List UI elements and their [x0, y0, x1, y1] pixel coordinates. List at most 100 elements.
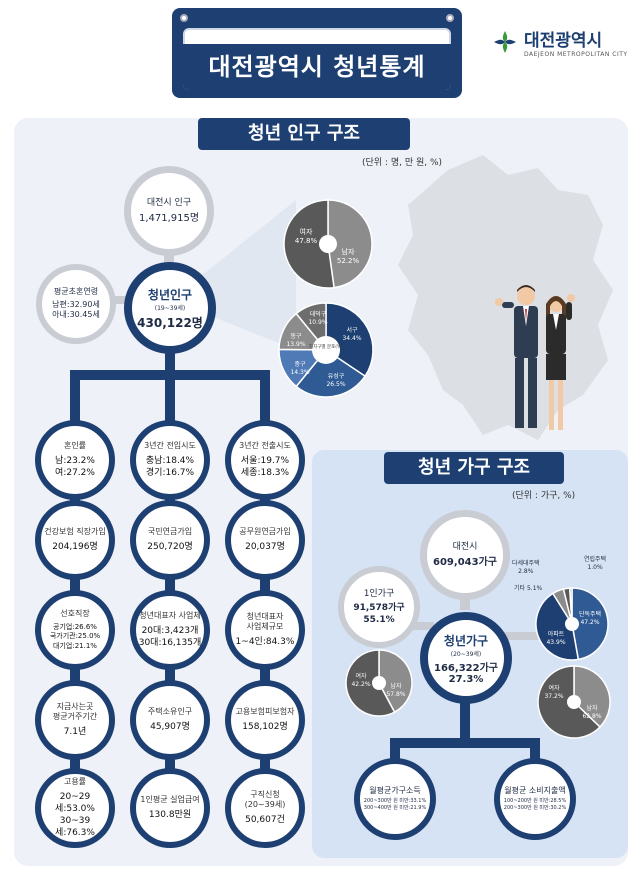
population-unit: (단위 : 명, 만 원, %)	[362, 158, 443, 168]
youth-population-value: 430,122명	[137, 315, 203, 330]
hh-city-value: 609,043가구	[433, 556, 497, 568]
stat-value: 130.8만원	[148, 809, 192, 820]
stat-label: 청년대표자 사업체규모	[246, 611, 284, 632]
single-household-value: 91,578가구	[353, 602, 405, 613]
income-circle: 월평균가구소득 200~300만 원 미만:33.1% 300~400만 원 미…	[354, 758, 436, 840]
stat-value: 204,196명	[52, 541, 98, 552]
stat-node: 주택소유인구 45,907명	[130, 680, 210, 760]
income-label: 월평균가구소득	[369, 785, 421, 795]
stat-label: 1인평균 실업급여	[140, 795, 200, 805]
pie-slice-0	[327, 199, 373, 289]
tree-drop-left	[70, 370, 80, 420]
stat-value: 7.1년	[63, 727, 87, 738]
pie-slice-0	[325, 302, 374, 378]
stat-node: 청년대표자 사업체규모 1~4인:84.3%	[225, 590, 305, 670]
youth-population-age: (19~39세)	[154, 304, 186, 312]
pin-right	[446, 14, 454, 22]
hh-city-circle: 대전시 609,043가구	[420, 510, 510, 600]
youth-household-value: 166,322가구	[434, 662, 498, 674]
stat-node: 구직신청 (20~39세)50,607건	[225, 768, 305, 848]
stat-value: 남:23.2% 여:27.2%	[55, 455, 95, 478]
stat-label: 선호직장	[60, 608, 90, 618]
stat-value: 20,037명	[245, 541, 285, 552]
stat-label: 구직신청 (20~39세)	[244, 789, 286, 810]
page-title: 대전광역시 청년통계	[183, 44, 451, 90]
city-population-value: 1,471,915명	[138, 212, 200, 224]
stat-label: 주택소유인구	[147, 707, 193, 717]
tree-trunk	[165, 352, 175, 374]
stat-value: 공기업:26.6% 국가기관:25.0% 대기업:21.1%	[49, 622, 101, 650]
hh-drop-left	[390, 738, 400, 764]
stat-value: 158,102명	[242, 721, 288, 732]
household-unit: (단위 : 가구, %)	[512, 491, 576, 501]
stat-label: 3년간 전입시도	[144, 440, 196, 450]
stat-node: 공무원연금가입 20,037명	[225, 500, 305, 580]
projection-wedge	[196, 200, 296, 350]
stat-value: 20~29세:53.0% 30~39세:76.3%	[55, 791, 95, 839]
city-logo: 대전광역시 DAEJEON METROPOLITAN CITY	[492, 26, 628, 58]
district-pie-center: 자치구별 분포(%)	[309, 343, 343, 350]
marriage-age-female: 아내:30.45세	[52, 310, 100, 320]
spending-circle: 월평균 소비지출액 100~200만 원 미만:28.5% 200~300만 원…	[494, 758, 576, 840]
housing-label-other: 기타 5.1%	[514, 585, 543, 592]
household-section-title: 청년 가구 구조	[384, 452, 564, 484]
pie-slice-4	[568, 587, 573, 625]
stat-label: 공무원연금가입	[239, 527, 291, 537]
tree-drop-center	[165, 370, 175, 420]
connector-marriage	[112, 296, 132, 304]
stat-label: 건강보험 직장가입	[44, 527, 106, 537]
marriage-age-label: 평균초혼연령	[53, 286, 99, 296]
single-household-circle: 1인가구 91,578가구 55.1%	[338, 566, 420, 648]
logo-english: DAEJEON METROPOLITAN CITY	[524, 51, 628, 58]
stat-label: 지금사는곳 평균거주기간	[52, 701, 98, 722]
city-population-label: 대전시 인구	[146, 198, 192, 209]
youth-people-illustration	[495, 285, 575, 430]
stat-value: 45,907명	[150, 721, 190, 732]
spending-line-1: 100~200만 원 미만:28.5%	[503, 798, 567, 805]
youth-household-pct: 27.3%	[448, 673, 484, 685]
housing-pie-slices	[535, 587, 609, 661]
income-line-1: 200~300만 원 미만:33.1%	[363, 798, 427, 805]
leaf-logo-icon	[494, 31, 516, 53]
stat-value: 1~4인:84.3%	[235, 637, 295, 648]
pie-slice-0	[571, 587, 609, 661]
youth-population-circle: 청년인구 (19~39세) 430,122명	[124, 262, 216, 354]
stat-node: 1인평균 실업급여 130.8만원	[130, 768, 210, 848]
stat-label: 혼인률	[63, 440, 87, 450]
spending-label: 월평균 소비지출액	[504, 785, 566, 795]
pie-slice-0	[378, 649, 413, 714]
youth-population-label: 청년인구	[147, 287, 193, 302]
hh-tree-trunk	[460, 700, 470, 744]
marriage-age-male: 남편:32.90세	[52, 299, 100, 309]
stat-value: 충남:18.4% 경기:16.7%	[145, 455, 195, 478]
city-population-circle: 대전시 인구 1,471,915명	[124, 166, 214, 256]
connector-hh-housing	[500, 632, 540, 640]
stat-value: 서울:19.7% 세종:18.3%	[240, 455, 290, 478]
pie-slice-0	[573, 665, 611, 729]
single-household-pct: 55.1%	[363, 615, 395, 626]
marriage-age-circle: 평균초혼연령 남편:32.90세 아내:30.45세	[36, 264, 116, 344]
pie-slice-1	[535, 592, 580, 661]
pie-slice-1	[295, 348, 367, 398]
connector-hh-single	[412, 622, 434, 630]
single-gender-pie-slices	[345, 649, 413, 717]
